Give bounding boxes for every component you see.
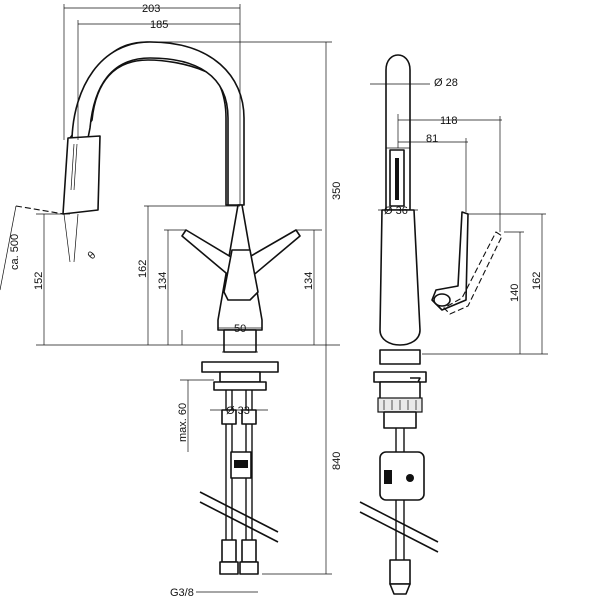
dim-side-height-140: 140 bbox=[509, 284, 521, 302]
dim-extension: ca. 500 bbox=[9, 234, 21, 270]
dim-spout-outlet-height: 152 bbox=[33, 272, 45, 290]
spray-head bbox=[62, 135, 101, 215]
dim-hose-length: 840 bbox=[331, 452, 343, 470]
cut-symbol-front bbox=[199, 491, 279, 543]
dim-reach: 185 bbox=[150, 19, 168, 31]
dim-side-reach-118: 118 bbox=[440, 115, 458, 127]
front-view bbox=[0, 4, 340, 593]
lever-front bbox=[223, 249, 259, 301]
deck-plate bbox=[201, 361, 279, 373]
dim-handle-height-right: 134 bbox=[303, 272, 315, 290]
dim-height: 350 bbox=[331, 182, 343, 200]
side-body bbox=[379, 209, 421, 346]
cut-symbol-side bbox=[359, 501, 439, 553]
dim-hole-diameter: Ø 33 bbox=[226, 405, 250, 417]
dim-spout-diameter: Ø 28 bbox=[434, 77, 458, 89]
side-valve-box bbox=[379, 451, 425, 501]
dim-connection: G3/8 bbox=[170, 587, 194, 599]
side-lever-dashed bbox=[443, 231, 503, 315]
dim-side-reach-81: 81 bbox=[426, 133, 438, 145]
dim-body-diameter: Ø 36 bbox=[384, 205, 408, 217]
dim-overall-width: 203 bbox=[142, 3, 160, 15]
side-view bbox=[359, 54, 548, 595]
dim-side-height-162: 162 bbox=[531, 272, 543, 290]
dim-angle: θ bbox=[86, 249, 99, 262]
dim-handle-height: 162 bbox=[137, 260, 149, 278]
dim-base-diameter: 50 bbox=[234, 323, 246, 335]
dim-max-counter: max. 60 bbox=[177, 403, 189, 442]
dim-handle-height-inner: 134 bbox=[157, 272, 169, 290]
supply-hoses bbox=[219, 390, 259, 575]
